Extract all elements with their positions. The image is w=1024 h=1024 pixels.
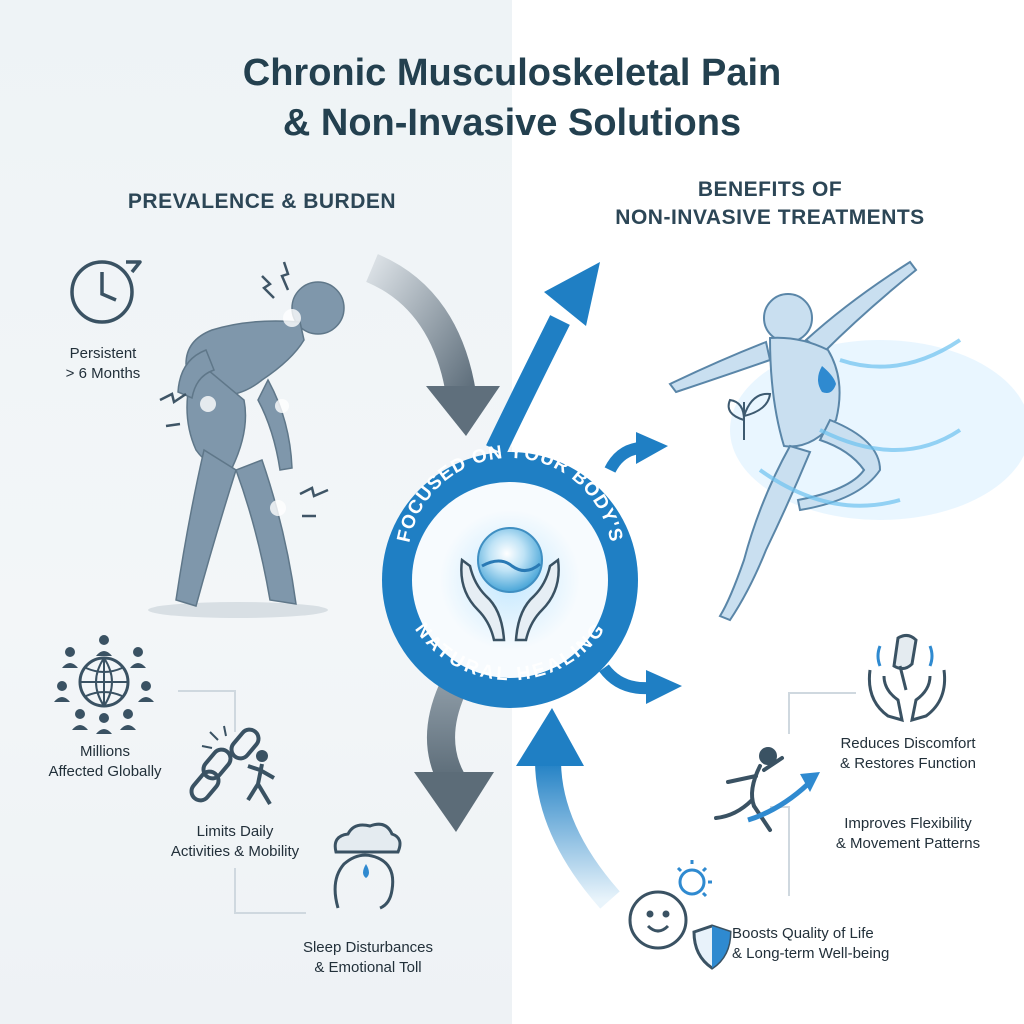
right-heading-line-1: BENEFITS OF bbox=[697, 178, 843, 201]
connector-line bbox=[788, 806, 790, 896]
label-line: > 6 Months bbox=[65, 365, 141, 382]
connector-line bbox=[788, 692, 856, 734]
globe-people-icon bbox=[54, 635, 154, 734]
blue-arrow-right-lower bbox=[599, 664, 682, 704]
label-limits-daily: Limits Daily Activities & Mobility bbox=[140, 822, 330, 862]
page-title: Chronic Musculoskeletal Pain & Non-Invas… bbox=[0, 48, 1024, 148]
leaf-icon bbox=[727, 392, 772, 440]
right-section-heading: BENEFITS OF NON-INVASIVE TREATMENTS bbox=[560, 176, 980, 232]
label-persistent: Persistent > 6 Months bbox=[38, 344, 168, 384]
label-line: Boosts Quality of Life bbox=[732, 925, 874, 942]
title-line-2: & Non-Invasive Solutions bbox=[282, 102, 742, 144]
label-line: Reduces Discomfort bbox=[840, 735, 976, 752]
label-line: & Movement Patterns bbox=[835, 835, 981, 852]
label-line: & Long-term Well-being bbox=[732, 945, 890, 962]
label-line: & Restores Function bbox=[840, 755, 976, 772]
right-heading-line-2: NON-INVASIVE TREATMENTS bbox=[615, 206, 925, 229]
gray-curved-arrow-in bbox=[365, 254, 500, 436]
clock-icon bbox=[70, 260, 142, 324]
hands-joint-icon bbox=[867, 633, 947, 723]
label-boosts-quality: Boosts Quality of Life & Long-term Well-… bbox=[732, 924, 952, 964]
smile-sun-shield-icon bbox=[628, 860, 732, 970]
central-healing-circle: FOCUSED ON YOUR BODY'S NATURAL HEALING bbox=[382, 442, 638, 708]
label-line: Limits Daily bbox=[196, 823, 274, 840]
pain-glow-spots bbox=[200, 309, 301, 516]
broken-chain-icon bbox=[189, 725, 275, 806]
rain-cloud-head-icon bbox=[333, 822, 402, 910]
hands-water-orb-icon bbox=[460, 527, 560, 642]
label-line: Sleep Disturbances bbox=[302, 939, 434, 956]
label-line: & Emotional Toll bbox=[314, 959, 422, 976]
label-improves-flexibility: Improves Flexibility & Movement Patterns bbox=[806, 814, 1010, 854]
title-line-1: Chronic Musculoskeletal Pain bbox=[242, 52, 782, 94]
connector-line bbox=[178, 690, 236, 732]
blue-arrow-up bbox=[486, 262, 600, 455]
label-line: Improves Flexibility bbox=[844, 815, 972, 832]
label-line: Millions bbox=[79, 743, 130, 760]
label-millions-affected: Millions Affected Globally bbox=[20, 742, 190, 782]
blue-arrow-right-upper bbox=[604, 432, 668, 473]
left-section-heading: PREVALENCE & BURDEN bbox=[127, 190, 397, 213]
runner-arrow-icon bbox=[714, 747, 820, 832]
connector-line bbox=[234, 868, 306, 914]
label-line: Activities & Mobility bbox=[170, 843, 300, 860]
pained-person-figure bbox=[148, 281, 345, 618]
label-line: Persistent bbox=[69, 345, 137, 362]
leaping-person-figure bbox=[668, 260, 1024, 622]
blue-arrow-up-into-circle bbox=[516, 708, 620, 909]
gray-curved-arrow-down bbox=[414, 684, 494, 832]
label-line: Affected Globally bbox=[48, 763, 162, 780]
label-reduces-discomfort: Reduces Discomfort & Restores Function bbox=[810, 734, 1006, 774]
label-sleep-disturbances: Sleep Disturbances & Emotional Toll bbox=[268, 938, 468, 978]
pain-spark-icon bbox=[159, 261, 329, 518]
